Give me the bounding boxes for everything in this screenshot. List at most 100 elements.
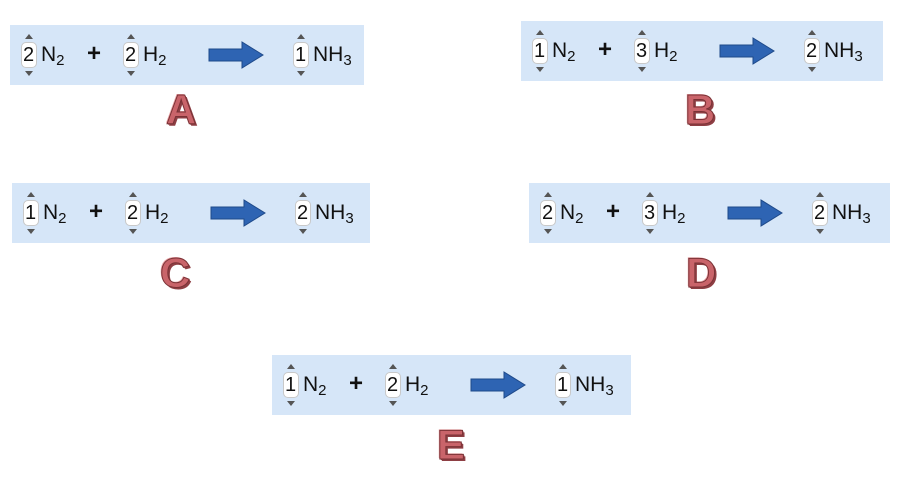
nh3-formula-symbol: NH	[832, 201, 863, 224]
decrement-arrow-icon[interactable]	[637, 67, 646, 72]
decrement-arrow-icon[interactable]	[645, 229, 654, 234]
h2-formula-symbol: H	[145, 201, 161, 224]
h2-formula-symbol: H	[654, 39, 670, 62]
h2-formula-subscript: 2	[677, 210, 686, 227]
h2-coefficient-stepper[interactable]: 3	[641, 192, 658, 234]
coefficient-value: 1	[531, 38, 548, 64]
increment-arrow-icon[interactable]	[558, 364, 567, 369]
n2-formula-symbol: N	[41, 43, 57, 66]
decrement-arrow-icon[interactable]	[26, 229, 35, 234]
n2-formula-subscript: 2	[567, 48, 576, 65]
decrement-arrow-icon[interactable]	[388, 401, 397, 406]
h2-coefficient-stepper[interactable]: 2	[124, 192, 141, 234]
n2-coefficient-stepper[interactable]: 2	[20, 34, 37, 76]
h2-formula-subscript: 2	[420, 382, 429, 399]
nh3-formula-symbol: NH	[824, 39, 855, 62]
nh3-formula-subscript: 3	[343, 52, 352, 69]
nh3-coefficient-stepper[interactable]: 2	[811, 192, 828, 234]
h2-coefficient-stepper[interactable]: 2	[384, 364, 401, 406]
increment-arrow-icon[interactable]	[388, 364, 397, 369]
nh3-coefficient-stepper[interactable]: 1	[554, 364, 571, 406]
nh3-formula-symbol: NH	[315, 201, 346, 224]
h2-coefficient-stepper[interactable]: 2	[122, 34, 139, 76]
decrement-arrow-icon[interactable]	[543, 229, 552, 234]
increment-arrow-icon[interactable]	[24, 34, 33, 39]
coefficient-value: 2	[294, 200, 311, 226]
n2-coefficient-stepper[interactable]: 1	[531, 30, 548, 72]
increment-arrow-icon[interactable]	[296, 34, 305, 39]
n2-formula-subscript: 2	[575, 210, 584, 227]
nh3-formula: NH3	[832, 201, 871, 227]
coefficient-value: 1	[282, 372, 299, 398]
coefficient-value: 2	[20, 42, 37, 68]
decrement-arrow-icon[interactable]	[815, 229, 824, 234]
h2-formula-subscript: 2	[669, 48, 678, 65]
nh3-coefficient-stepper[interactable]: 1	[292, 34, 309, 76]
option-label[interactable]: C	[159, 249, 191, 297]
option-label[interactable]: D	[685, 249, 717, 297]
increment-arrow-icon[interactable]	[543, 192, 552, 197]
decrement-arrow-icon[interactable]	[126, 71, 135, 76]
h2-coefficient-stepper[interactable]: 3	[633, 30, 650, 72]
option-label[interactable]: B	[684, 86, 716, 134]
option-label[interactable]: E	[436, 421, 466, 469]
nh3-formula: NH3	[315, 201, 354, 227]
increment-arrow-icon[interactable]	[26, 192, 35, 197]
n2-formula: N2	[552, 39, 576, 65]
h2-formula-symbol: H	[405, 373, 421, 396]
plus-sign: +	[606, 198, 621, 225]
increment-arrow-icon[interactable]	[807, 30, 816, 35]
increment-arrow-icon[interactable]	[637, 30, 646, 35]
coefficient-value: 2	[124, 200, 141, 226]
decrement-arrow-icon[interactable]	[558, 401, 567, 406]
coefficient-value: 1	[22, 200, 39, 226]
coefficient-value: 2	[384, 372, 401, 398]
decrement-arrow-icon[interactable]	[128, 229, 137, 234]
nh3-formula: NH3	[824, 39, 863, 64]
increment-arrow-icon[interactable]	[535, 30, 544, 35]
h2-formula-symbol: H	[662, 201, 678, 224]
increment-arrow-icon[interactable]	[645, 192, 654, 197]
n2-coefficient-stepper[interactable]: 1	[282, 364, 299, 406]
increment-arrow-icon[interactable]	[815, 192, 824, 197]
coefficient-value: 2	[803, 38, 820, 64]
decrement-arrow-icon[interactable]	[807, 67, 816, 72]
h2-formula-subscript: 2	[160, 210, 169, 227]
option-label[interactable]: A	[165, 86, 197, 134]
h2-formula-subscript: 2	[158, 52, 167, 69]
nh3-formula-subscript: 3	[345, 210, 354, 227]
increment-arrow-icon[interactable]	[286, 364, 295, 369]
nh3-coefficient-stepper[interactable]: 2	[294, 192, 311, 234]
increment-arrow-icon[interactable]	[128, 192, 137, 197]
nh3-formula-symbol: NH	[313, 43, 344, 66]
increment-arrow-icon[interactable]	[298, 192, 307, 197]
nh3-formula-subscript: 3	[862, 210, 871, 227]
n2-formula-subscript: 2	[318, 382, 327, 399]
decrement-arrow-icon[interactable]	[286, 401, 295, 406]
nh3-formula-symbol: NH	[575, 373, 606, 396]
n2-coefficient-stepper[interactable]: 1	[22, 192, 39, 234]
n2-coefficient-stepper[interactable]: 2	[539, 192, 556, 234]
decrement-arrow-icon[interactable]	[298, 229, 307, 234]
decrement-arrow-icon[interactable]	[535, 67, 544, 72]
increment-arrow-icon[interactable]	[126, 34, 135, 39]
nh3-formula: NH3	[313, 43, 352, 69]
nh3-coefficient-stepper[interactable]: 2	[803, 30, 820, 72]
n2-formula-symbol: N	[303, 373, 319, 396]
reaction-arrow-icon	[727, 199, 783, 227]
nh3-formula-subscript: 3	[605, 382, 614, 399]
decrement-arrow-icon[interactable]	[24, 71, 33, 76]
nh3-formula: NH3	[575, 373, 614, 399]
coefficient-value: 1	[292, 42, 309, 68]
h2-formula-symbol: H	[143, 43, 159, 66]
decrement-arrow-icon[interactable]	[296, 71, 305, 76]
